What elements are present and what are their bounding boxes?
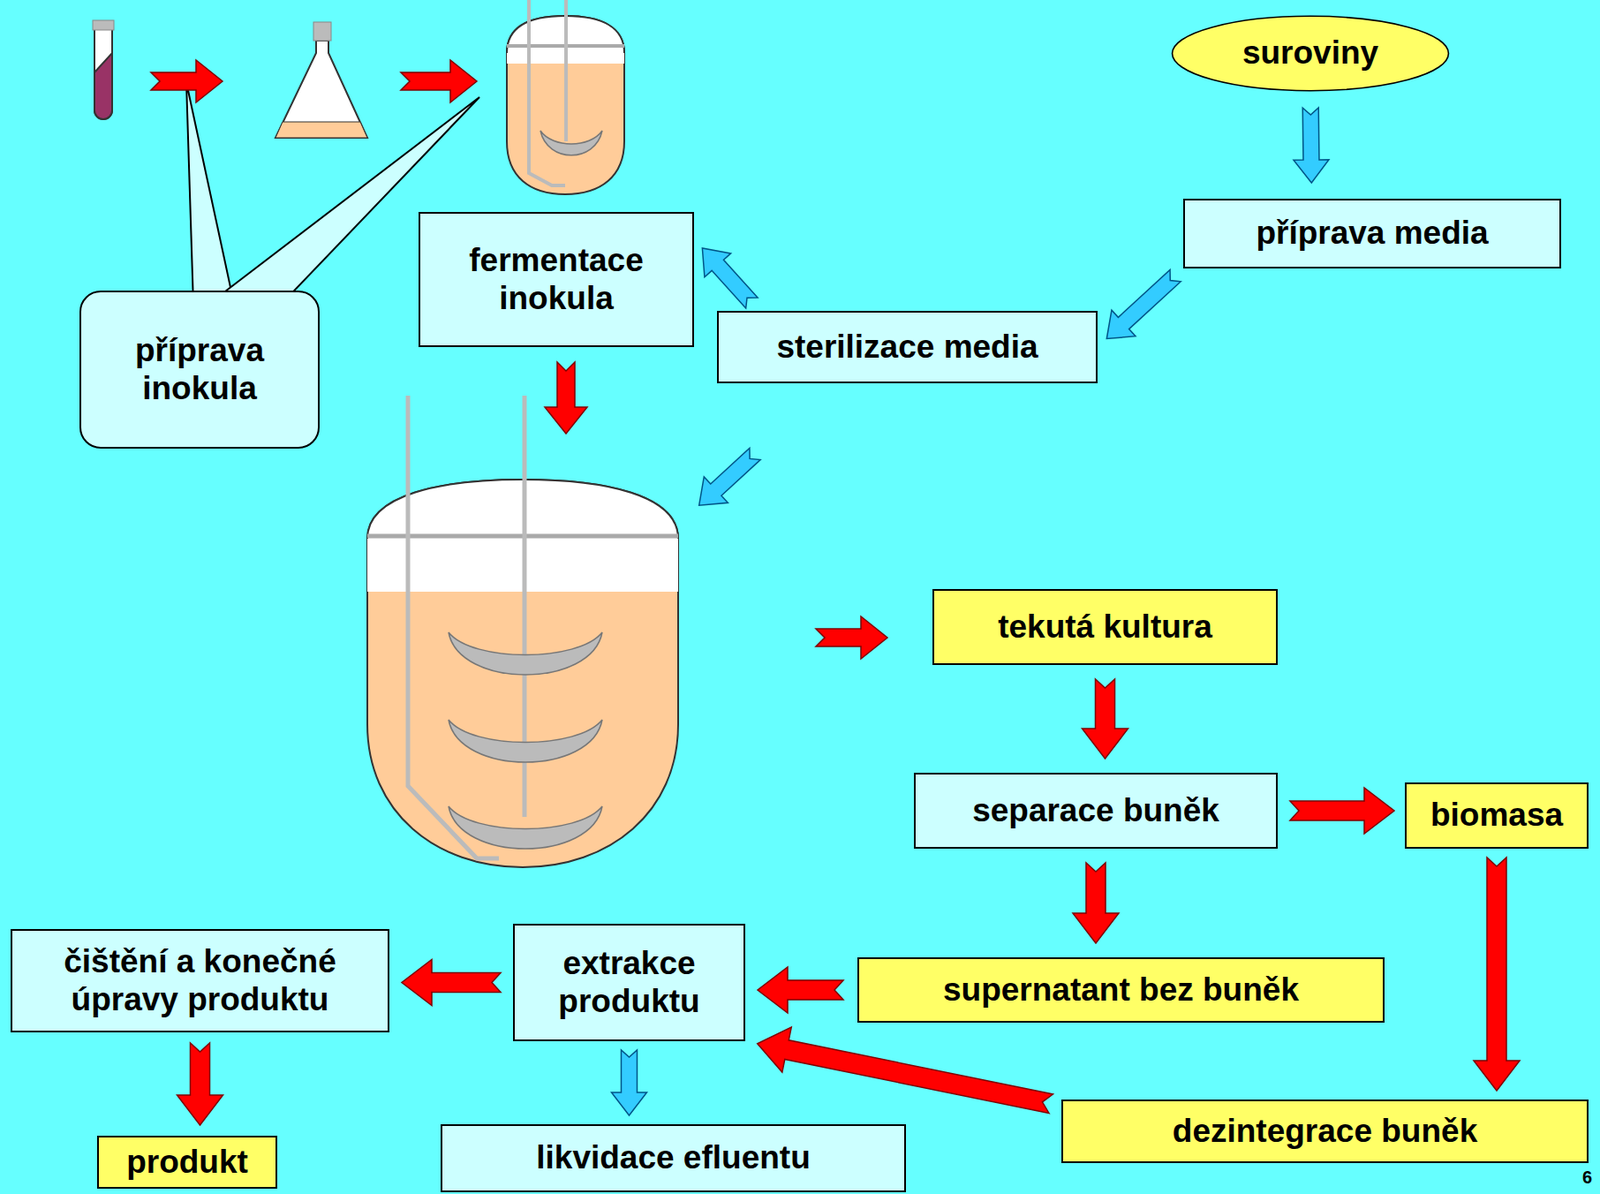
ellipse-shape — [1172, 15, 1450, 91]
test-tube — [92, 20, 114, 120]
flow-arrow — [757, 1026, 1054, 1113]
node-text: biomasa — [1430, 796, 1563, 835]
node-text: produkt — [126, 1143, 249, 1182]
node-text: extrakce produktu — [527, 944, 732, 1020]
node-text: supernatant bez buněk — [943, 971, 1299, 1010]
process-box: separace buněk — [913, 772, 1278, 849]
page-number: 6 — [1582, 1167, 1593, 1188]
node-text: separace buněk — [972, 792, 1220, 831]
callout-leader — [186, 82, 232, 305]
flow-arrow — [401, 959, 501, 1006]
inoculum-fermenter — [506, 0, 625, 195]
flow-arrow — [150, 60, 223, 103]
process-box: extrakce produktu — [513, 923, 746, 1042]
node-text: příprava media — [1255, 214, 1488, 253]
process-box: likvidace efluentu — [440, 1124, 906, 1193]
node-text: fermentace inokula — [432, 241, 680, 317]
flow-arrow — [1082, 679, 1129, 759]
flow-arrow — [400, 60, 477, 103]
flow-arrow — [757, 966, 844, 1013]
node-text: likvidace efluentu — [535, 1139, 811, 1178]
flow-arrow — [686, 440, 767, 519]
process-box: příprava media — [1183, 198, 1562, 269]
product-box: produkt — [97, 1135, 278, 1189]
material-box: tekutá kultura — [932, 588, 1278, 665]
raw-material-ellipse: suroviny — [1169, 15, 1451, 92]
flow-arrow — [1072, 862, 1119, 944]
callout-box: příprava inokula — [79, 290, 320, 449]
flow-arrow — [815, 616, 888, 659]
node-text: čištění a konečné úpravy produktu — [24, 943, 376, 1019]
process-box: čištění a konečné úpravy produktu — [10, 928, 390, 1033]
flow-arrow — [611, 1049, 648, 1116]
process-box: fermentace inokula — [418, 211, 695, 348]
node-text: sterilizace media — [776, 328, 1038, 367]
material-box: supernatant bez buněk — [857, 957, 1385, 1023]
flask — [275, 22, 368, 138]
node-text: příprava inokula — [93, 332, 306, 408]
node-text: suroviny — [1242, 34, 1379, 73]
flow-arrow — [1106, 269, 1181, 339]
flow-arrow — [1473, 857, 1520, 1091]
material-box: dezintegrace buněk — [1061, 1099, 1589, 1163]
node-text: tekutá kultura — [997, 608, 1213, 647]
flow-arrow — [1293, 107, 1329, 183]
flow-arrow — [177, 1042, 224, 1125]
flow-arrow — [701, 248, 758, 309]
process-box: sterilizace media — [716, 310, 1098, 384]
flow-arrow — [1290, 787, 1395, 834]
flow-arrow — [544, 362, 588, 434]
node-text: dezintegrace buněk — [1172, 1112, 1478, 1151]
production-fermenter — [367, 395, 679, 868]
material-box: biomasa — [1404, 782, 1589, 849]
